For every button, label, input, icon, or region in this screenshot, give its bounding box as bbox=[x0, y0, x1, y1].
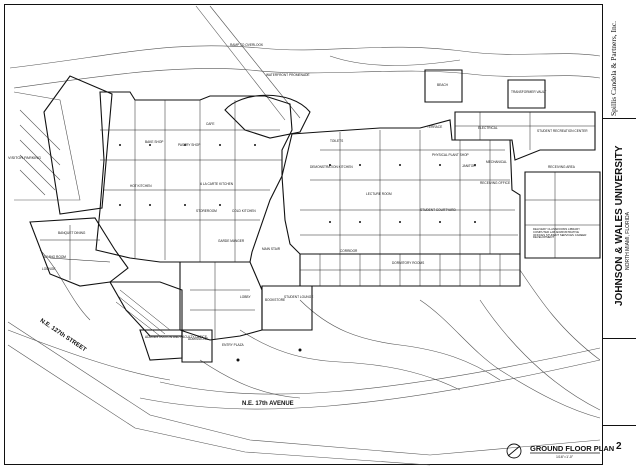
title-block-divider bbox=[602, 118, 636, 119]
shoreline-contour bbox=[9, 45, 601, 69]
room-label: ADMISSIONS bbox=[188, 337, 209, 341]
room-label: DELIVERY CLASSROOMS LIBRARY COMPUTER LAB… bbox=[533, 227, 587, 240]
road-edge bbox=[7, 321, 601, 456]
landscape-contour bbox=[39, 249, 91, 321]
atrium-outline bbox=[224, 94, 311, 139]
room-label: LECTURE ROOM bbox=[366, 192, 392, 196]
road-edge bbox=[139, 359, 601, 410]
north-arrow-symbol bbox=[506, 443, 522, 459]
room-label: ELECTRICAL bbox=[478, 126, 498, 130]
room-label: MECHANICAL bbox=[486, 160, 507, 164]
room-label: LOUNGE bbox=[42, 267, 56, 271]
dormitory-outline bbox=[299, 253, 521, 287]
ramp-edge bbox=[209, 5, 301, 119]
room-label: RECEIVING OFFICE bbox=[480, 181, 511, 185]
room-label: DEMONSTRATION KITCHEN bbox=[310, 165, 353, 169]
project-name: JOHNSON & WALES UNIVERSITY bbox=[614, 145, 625, 306]
northwest-building-outline bbox=[43, 75, 113, 215]
room-label: BOOKSTORE bbox=[265, 298, 286, 302]
room-label: JANITOR bbox=[462, 164, 476, 168]
central-block-outline bbox=[281, 119, 521, 255]
room-label: BAKE SHOP bbox=[145, 140, 164, 144]
ramp-edge bbox=[195, 5, 286, 121]
landscape-contour bbox=[519, 269, 601, 361]
landscape-contour bbox=[239, 329, 461, 391]
title-block: Spillis Candela & Partners, Inc. JOHNSON… bbox=[602, 4, 636, 465]
visitor-parking-label: VISITOR PARKING bbox=[8, 156, 41, 160]
room-label: GARDE MANGER bbox=[218, 239, 245, 243]
room-label: STUDENT RECREATION CENTER bbox=[537, 129, 588, 133]
road-edge bbox=[7, 344, 431, 466]
east-building-outline bbox=[524, 171, 601, 259]
room-label: HOT KITCHEN bbox=[130, 184, 152, 188]
room-label: CAFE bbox=[206, 122, 215, 126]
parking-area bbox=[13, 91, 81, 201]
avenue-label: N.E. 17th AVENUE bbox=[242, 401, 294, 407]
room-label: LOBBY bbox=[240, 295, 251, 299]
amphitheater-outline bbox=[109, 281, 183, 337]
transformer-vault-label: TRANSFORMER VAULT bbox=[511, 90, 547, 94]
drawing-title: GROUND FLOOR PLAN bbox=[530, 444, 615, 453]
room-label: PHYSICAL PLANT SHOP bbox=[432, 153, 469, 157]
room-label: STUDENT COURTYARD bbox=[420, 208, 456, 212]
landscape-contour bbox=[299, 299, 501, 381]
title-block-divider bbox=[602, 425, 636, 426]
landscape-contour bbox=[7, 329, 171, 381]
landscape-contour bbox=[419, 299, 601, 419]
room-label: STUDENT LOUNGE bbox=[284, 295, 314, 299]
room-label: MAIN STAIR bbox=[262, 247, 281, 251]
landscape-contour bbox=[329, 55, 461, 66]
drawing-scale: 1/16"=1'-0" bbox=[556, 455, 574, 459]
room-label: ENTRY PLAZA bbox=[222, 343, 244, 347]
room-label: BANQUET DINING bbox=[58, 231, 86, 235]
room-label: CORRIDOR bbox=[340, 249, 358, 253]
room-label: TOILETS bbox=[330, 139, 344, 143]
transformer-outline bbox=[507, 79, 546, 109]
sheet-number: 2 bbox=[616, 441, 622, 452]
room-label: PASTRY SHOP bbox=[178, 143, 201, 147]
project-location: NORTH MIAMI, FLORIDA bbox=[625, 212, 631, 270]
admissions-outline bbox=[181, 329, 213, 363]
room-label: STOREROOM bbox=[196, 209, 217, 213]
room-label: A LA CARTE KITCHEN bbox=[200, 182, 234, 186]
landscape-contour bbox=[199, 359, 301, 399]
receiving-area-label: RECEIVING AREA bbox=[548, 165, 575, 169]
dining-outline bbox=[29, 217, 129, 287]
room-label: DINING ROOM bbox=[44, 255, 66, 259]
landscape-contour bbox=[479, 299, 601, 411]
west-wing-outline bbox=[95, 91, 293, 263]
waterfront-promenade-label: WATERFRONT PROMENADE bbox=[266, 73, 310, 77]
beach-building-outline bbox=[424, 69, 463, 103]
terrace-label: TERRACE bbox=[427, 125, 443, 129]
ramp-to-overlook-label: RAMP TO OVERLOOK bbox=[230, 43, 264, 47]
road-edge bbox=[159, 347, 601, 395]
parking-stripes bbox=[19, 109, 61, 196]
beach-label: BEACH bbox=[437, 83, 448, 87]
room-label: DORMITORY ROOMS bbox=[392, 261, 425, 265]
east-wing-outline bbox=[454, 111, 596, 161]
title-block-divider bbox=[602, 338, 636, 339]
bookstore-outline bbox=[261, 285, 313, 331]
firm-name: Spillis Candela & Partners, Inc. bbox=[609, 21, 618, 116]
shoreline-contour bbox=[13, 68, 601, 89]
room-label: COLD KITCHEN bbox=[232, 209, 256, 213]
south-block-outline bbox=[179, 261, 263, 341]
room-label: ADMINISTRATION AND FACULTY OFFICE bbox=[145, 335, 207, 339]
